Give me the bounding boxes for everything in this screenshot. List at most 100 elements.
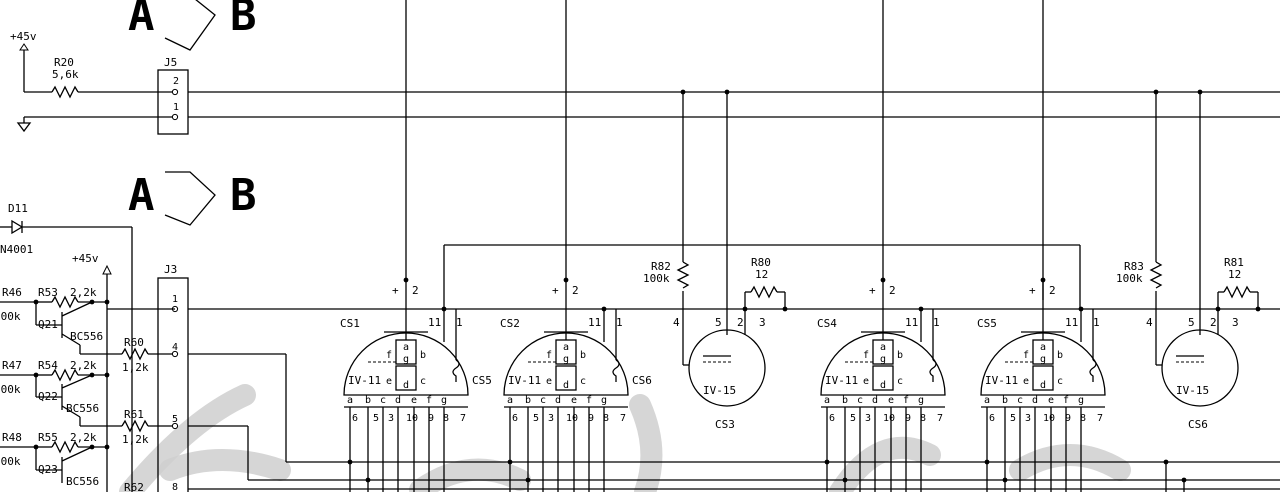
svg-text:a: a	[347, 395, 353, 406]
svg-text:R53: R53	[38, 286, 58, 299]
svg-text:12: 12	[755, 268, 768, 281]
tube-type: IV-11	[348, 374, 381, 387]
svg-text:10: 10	[406, 413, 418, 424]
svg-text:R80: R80	[751, 256, 771, 269]
svg-text:5: 5	[373, 413, 379, 424]
svg-text:g: g	[918, 395, 924, 406]
r20-resistor	[51, 85, 79, 99]
svg-text:5: 5	[850, 413, 856, 424]
svg-text:2,2k: 2,2k	[70, 359, 97, 372]
arrow-from-label: A	[128, 170, 155, 221]
svg-text:8: 8	[1080, 413, 1086, 424]
svg-text:+: +	[869, 284, 876, 297]
d11-diode: D11 N4001	[0, 202, 133, 492]
svg-text:g: g	[1040, 354, 1046, 365]
svg-text:e: e	[411, 395, 417, 406]
svg-text:7: 7	[620, 413, 626, 424]
svg-text:c: c	[897, 376, 903, 387]
svg-text:7: 7	[460, 413, 466, 424]
svg-text:2: 2	[173, 76, 179, 87]
svg-text:a: a	[563, 342, 569, 353]
tube-type: IV-11	[508, 374, 541, 387]
background-marks	[119, 384, 1131, 492]
arrow-to-label: B	[230, 170, 257, 221]
svg-text:R62: R62	[124, 481, 144, 492]
svg-text:e: e	[1023, 376, 1029, 387]
svg-text:1: 1	[933, 316, 940, 329]
supply-label: +45v	[10, 30, 37, 43]
svg-text:g: g	[880, 354, 886, 365]
svg-text:8: 8	[603, 413, 609, 424]
svg-text:R81: R81	[1224, 256, 1244, 269]
svg-text:BC556: BC556	[66, 402, 99, 415]
svg-text:g: g	[1078, 395, 1084, 406]
svg-text:R61: R61	[124, 408, 144, 421]
svg-text:c: c	[420, 376, 426, 387]
svg-text:g: g	[403, 354, 409, 365]
svg-text:2: 2	[1210, 316, 1217, 329]
svg-text:Q22: Q22	[38, 390, 58, 403]
svg-text:b: b	[1002, 395, 1008, 406]
ground-icon	[16, 122, 32, 133]
svg-text:g: g	[563, 354, 569, 365]
svg-text:5: 5	[715, 316, 722, 329]
svg-text:9: 9	[1065, 413, 1071, 424]
svg-text:b: b	[580, 350, 586, 361]
svg-text:8: 8	[443, 413, 449, 424]
svg-text:100k: 100k	[643, 272, 670, 285]
svg-text:100k: 100k	[0, 383, 21, 396]
svg-text:b: b	[420, 350, 426, 361]
svg-text:c: c	[580, 376, 586, 387]
svg-text:7: 7	[937, 413, 943, 424]
supply-mid: +45v	[72, 252, 112, 492]
svg-text:9: 9	[588, 413, 594, 424]
svg-text:1: 1	[616, 316, 623, 329]
svg-text:b: b	[842, 395, 848, 406]
svg-text:4: 4	[1146, 316, 1153, 329]
svg-text:Q21: Q21	[38, 318, 58, 331]
svg-text:BC556: BC556	[70, 330, 103, 343]
top-bus	[405, 0, 1081, 309]
svg-text:10: 10	[566, 413, 578, 424]
svg-text:f: f	[1063, 395, 1069, 406]
svg-text:8: 8	[172, 482, 178, 492]
svg-text:f: f	[386, 350, 392, 361]
svg-text:1: 1	[1093, 316, 1100, 329]
svg-text:6: 6	[512, 413, 518, 424]
svg-text:c: c	[380, 395, 386, 406]
svg-text:f: f	[546, 350, 552, 361]
svg-text:d: d	[1032, 395, 1038, 406]
driver-row-3: R48 100k R55 2,2k Q23 BC556 R62	[0, 431, 144, 492]
svg-text:1: 1	[172, 294, 178, 305]
j3-connector: J3 1 4 5 8	[107, 263, 1280, 492]
svg-text:b: b	[525, 395, 531, 406]
tube-name: CS3	[715, 418, 735, 431]
svg-text:1: 1	[173, 102, 179, 113]
svg-text:e: e	[1048, 395, 1054, 406]
svg-text:d: d	[563, 380, 569, 391]
svg-text:4: 4	[673, 316, 680, 329]
svg-text:f: f	[903, 395, 909, 406]
svg-text:R54: R54	[38, 359, 58, 372]
tube-side-label: CS5	[472, 374, 492, 387]
svg-text:R48: R48	[2, 431, 22, 444]
svg-text:d: d	[395, 395, 401, 406]
svg-text:3: 3	[548, 413, 554, 424]
svg-text:R46: R46	[2, 286, 22, 299]
svg-text:5: 5	[533, 413, 539, 424]
svg-text:2: 2	[1049, 284, 1056, 297]
svg-text:a: a	[984, 395, 990, 406]
svg-text:R83: R83	[1124, 260, 1144, 273]
svg-text:e: e	[386, 376, 392, 387]
tube-type: IV-11	[825, 374, 858, 387]
svg-text:d: d	[1040, 380, 1046, 391]
svg-text:a: a	[403, 342, 409, 353]
driver-row-2: R47 100k R54 2,2k Q22 BC556 R61 1,2k	[0, 359, 175, 446]
